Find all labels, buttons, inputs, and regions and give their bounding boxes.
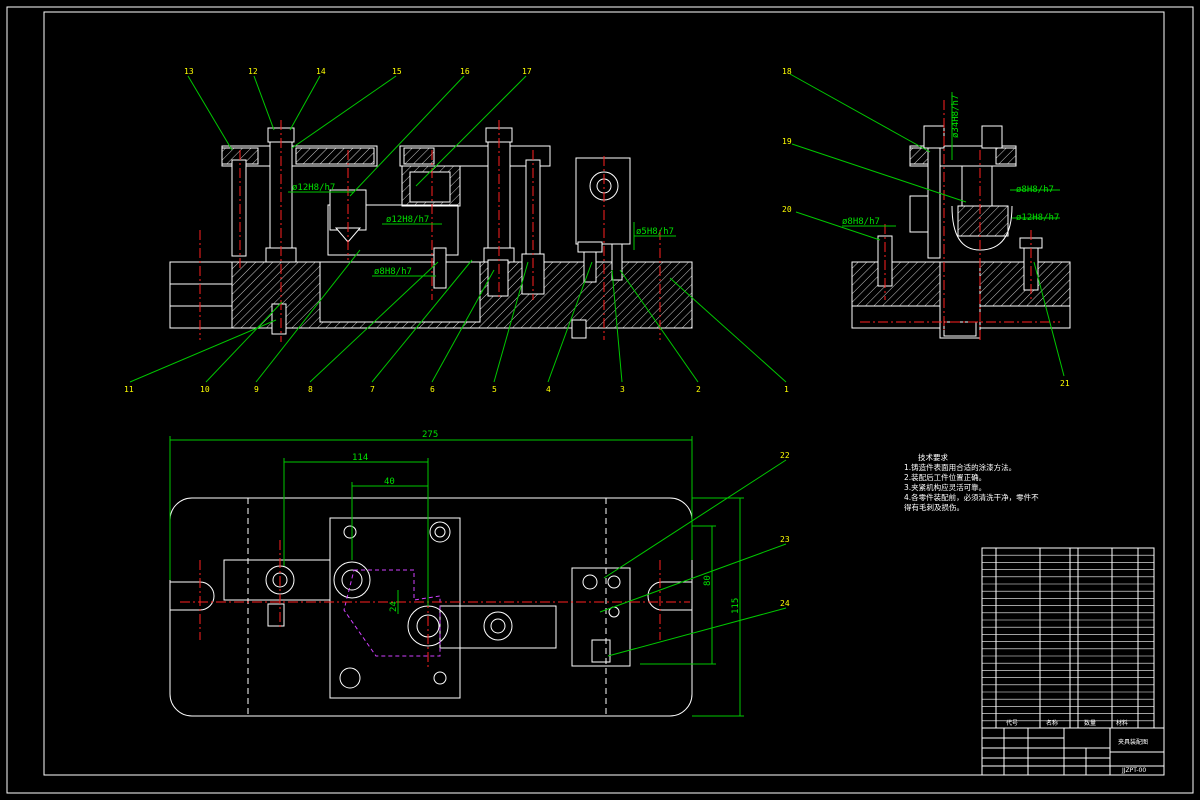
- balloon-7: 7: [370, 385, 375, 394]
- balloon-14: 14: [316, 67, 326, 76]
- dimension-114: 114: [352, 453, 368, 463]
- side-view: [789, 73, 1071, 377]
- header-qty: 数量: [1084, 719, 1096, 727]
- dimension-115: 115: [731, 598, 741, 614]
- header-material: 材料: [1116, 719, 1128, 727]
- dimension-40: 40: [384, 477, 395, 487]
- top-view-labels: 275 114 40 24 80 115 22 23 24: [352, 430, 790, 614]
- technical-notes: 技术要求 1.铸造件表面用合适的涂漆方法。 2.装配后工件位置正确。 3.夹紧机…: [904, 452, 1039, 512]
- front-view-fits: ø12H8/h7 ø12H8/h7 ø8H8/h7 ø5H8/h7: [292, 183, 674, 277]
- fit-label: ø34H8/h7: [951, 95, 961, 138]
- front-view: [169, 120, 693, 342]
- front-view-balloons: 13 12 14 15 16 17 11 10 9 8 7 6 5 4 3 2 …: [124, 67, 789, 394]
- balloon-16: 16: [460, 67, 470, 76]
- balloon-4: 4: [546, 385, 551, 394]
- balloon-8: 8: [308, 385, 313, 394]
- balloon-3: 3: [620, 385, 625, 394]
- balloon-15: 15: [392, 67, 402, 76]
- fit-label: ø8H8/h7: [1016, 185, 1054, 195]
- drawing-name: 夹具装配图: [1118, 738, 1148, 746]
- parts-list: 代号 名称 数量 材料: [981, 547, 1155, 729]
- balloon-20: 20: [782, 205, 792, 214]
- fit-label: ø12H8/h7: [292, 183, 335, 193]
- balloon-9: 9: [254, 385, 259, 394]
- fit-label: ø12H8/h7: [386, 215, 429, 225]
- note-line: 1.铸造件表面用合适的涂漆方法。: [904, 462, 1016, 472]
- dimension-275: 275: [422, 430, 438, 440]
- top-view-dimensions: [169, 436, 787, 717]
- dimension-24: 24: [389, 601, 399, 612]
- note-line: 2.装配后工件位置正确。: [904, 472, 986, 482]
- note-line: 3.夹紧机构应灵活可靠。: [904, 482, 986, 492]
- balloon-11: 11: [124, 385, 134, 394]
- fit-label: ø5H8/h7: [636, 227, 674, 237]
- title-block: 夹具装配图 JJZPT-00: [981, 727, 1165, 776]
- balloon-1: 1: [784, 385, 789, 394]
- drawing-number: JJZPT-00: [1121, 767, 1146, 774]
- balloon-22: 22: [780, 451, 790, 460]
- note-line: 4.各零件装配前，必须清洗干净，零件不: [904, 492, 1039, 502]
- front-view-leaders: [129, 75, 787, 383]
- balloon-2: 2: [696, 385, 701, 394]
- fit-label: ø8H8/h7: [374, 267, 412, 277]
- balloon-21: 21: [1060, 379, 1070, 388]
- balloon-23: 23: [780, 535, 790, 544]
- balloon-18: 18: [782, 67, 792, 76]
- balloon-13: 13: [184, 67, 194, 76]
- dimension-80: 80: [703, 575, 713, 586]
- note-line: 得有毛刺及损伤。: [904, 502, 964, 512]
- notes-title: 技术要求: [918, 452, 948, 462]
- fit-label: ø8H8/h7: [842, 217, 880, 227]
- sheet-outer-border: [6, 6, 1194, 794]
- balloon-17: 17: [522, 67, 532, 76]
- balloon-19: 19: [782, 137, 792, 146]
- header-code: 代号: [1006, 719, 1018, 727]
- balloon-10: 10: [200, 385, 210, 394]
- balloon-12: 12: [248, 67, 258, 76]
- sheet-inner-border: [43, 11, 1165, 776]
- balloon-6: 6: [430, 385, 435, 394]
- balloon-24: 24: [780, 599, 790, 608]
- balloon-5: 5: [492, 385, 497, 394]
- side-view-labels: 18 19 20 21 ø34H8/h7 ø8H8/h7 ø8H8/h7 ø12…: [782, 67, 1070, 388]
- header-name: 名称: [1046, 719, 1058, 727]
- fit-label: ø12H8/h7: [1016, 213, 1059, 223]
